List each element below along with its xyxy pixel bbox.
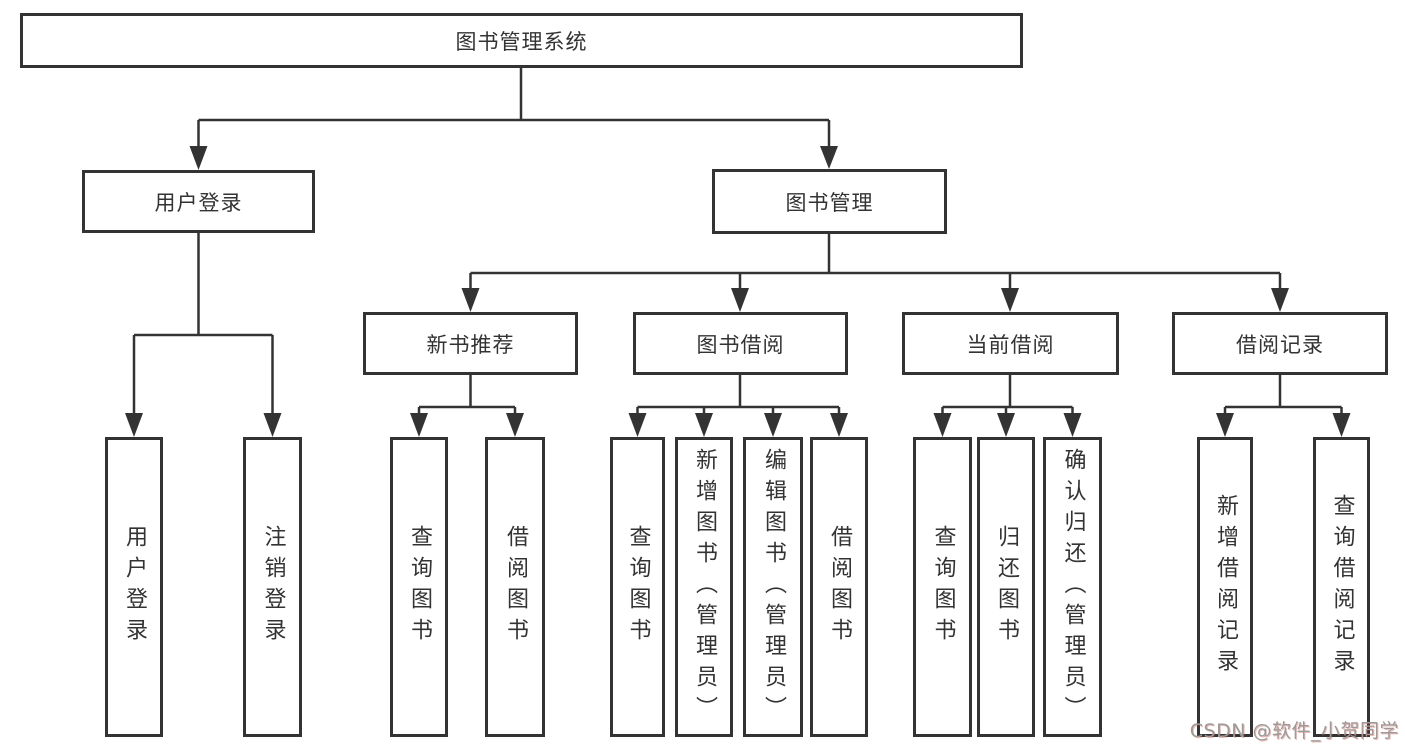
leaf-add-books-admin: 新增图书（管理员） xyxy=(675,437,733,737)
csdn-watermark: CSDN @软件_小贺同学 xyxy=(1189,720,1399,742)
connector-userlogin-to-leaves xyxy=(132,233,274,416)
node-book-management: 图书管理 xyxy=(712,169,947,234)
node-new-book-recommend: 新书推荐 xyxy=(363,312,578,375)
node-root-library-system: 图书管理系统 xyxy=(20,13,1023,68)
connector-bookmgmt-to-level3 xyxy=(469,234,1282,292)
leaf-user-login: 用户登录 xyxy=(105,437,163,737)
node-borrow-records: 借阅记录 xyxy=(1172,312,1388,375)
leaf-query-books-current: 查询图书 xyxy=(913,437,972,737)
connector-root-to-level2 xyxy=(197,68,831,150)
leaf-return-books: 归还图书 xyxy=(977,437,1035,737)
leaf-borrow-books-recommend: 借阅图书 xyxy=(485,437,545,737)
node-book-borrow: 图书借阅 xyxy=(633,312,848,375)
leaf-borrow-books: 借阅图书 xyxy=(810,437,868,737)
leaf-query-books-recommend: 查询图书 xyxy=(390,437,448,737)
leaf-confirm-return-admin: 确认归还（管理员） xyxy=(1043,437,1102,737)
leaf-edit-books-admin: 编辑图书（管理员） xyxy=(743,437,803,737)
connector-records-to-leaves xyxy=(1223,375,1343,416)
connector-currentborrow-to-leaves xyxy=(941,375,1074,416)
connector-bookborrow-to-leaves xyxy=(636,375,841,416)
leaf-query-books-borrow: 查询图书 xyxy=(610,437,665,737)
leaf-query-borrow-record: 查询借阅记录 xyxy=(1313,437,1370,737)
leaf-add-borrow-record: 新增借阅记录 xyxy=(1197,437,1253,737)
leaf-logout: 注销登录 xyxy=(243,437,302,737)
node-user-login: 用户登录 xyxy=(82,170,315,233)
node-current-borrow: 当前借阅 xyxy=(902,312,1119,375)
connector-newbook-to-leaves xyxy=(417,375,517,416)
